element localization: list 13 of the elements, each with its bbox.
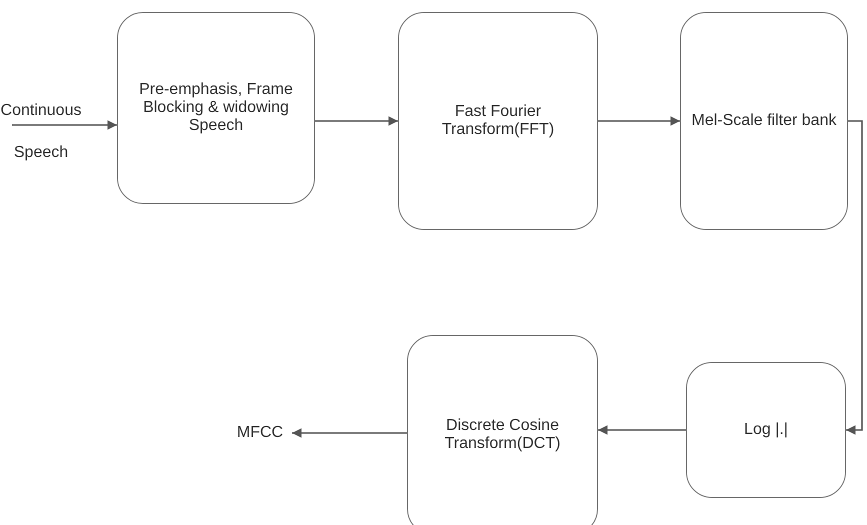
arrow — [12, 120, 117, 130]
arrow — [598, 116, 680, 126]
process-box: Mel-Scale filter bank — [680, 12, 848, 230]
process-box: Discrete Cosine Transform(DCT) — [407, 335, 598, 525]
signal-label: Continuous Speech — [0, 101, 82, 163]
arrow — [598, 425, 686, 435]
process-box: Pre-emphasis, Frame Blocking & widowing Speech — [117, 12, 315, 204]
process-box: Log |.| — [686, 362, 846, 498]
process-box: Fast Fourier Transform(FFT) — [398, 12, 598, 230]
arrow — [315, 116, 398, 126]
arrow — [292, 428, 407, 438]
signal-label: MFCC — [236, 423, 284, 444]
arrow — [846, 120, 863, 435]
